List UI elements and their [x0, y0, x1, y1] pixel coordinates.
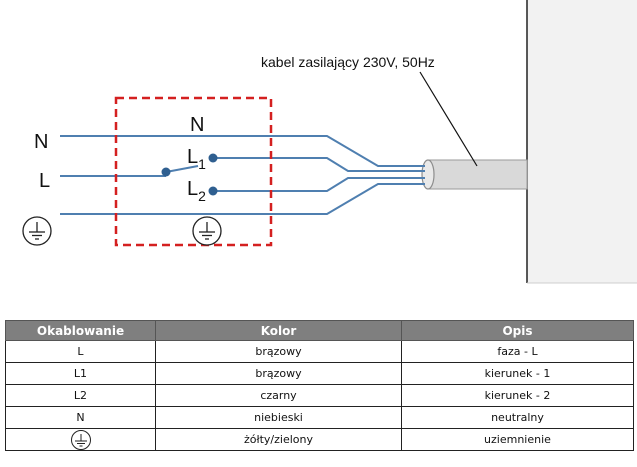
- header-wiring: Okablowanie: [5, 320, 156, 341]
- neutral-wire: [60, 135, 425, 167]
- l1-wire: [213, 157, 425, 172]
- contact-l1: [208, 153, 218, 163]
- switch-label-n: N: [190, 114, 204, 136]
- cell-wiring: L1: [5, 362, 156, 385]
- header-color: Kolor: [155, 320, 402, 341]
- cell-color: żółty/zielony: [155, 428, 402, 451]
- ground-symbol-icon: [192, 216, 222, 246]
- cell-description: neutralny: [401, 406, 634, 429]
- cell-description: uziemnienie: [401, 428, 634, 451]
- power-cable: [427, 159, 528, 190]
- cell-wiring: [5, 428, 156, 451]
- table-row: żółty/zielony uziemnienie: [5, 428, 634, 451]
- switch-label-l1: L1: [187, 146, 206, 172]
- table-row: L brązowy faza - L: [5, 340, 634, 363]
- ground-symbol-icon: [70, 429, 91, 450]
- cell-description: kierunek - 2: [401, 384, 634, 407]
- switch-label-l2: L2: [187, 178, 206, 204]
- table-header-row: Okablowanie Kolor Opis: [5, 320, 634, 341]
- wiring-table: Okablowanie Kolor Opis L brązowy faza - …: [5, 320, 634, 451]
- cell-wiring: L2: [5, 384, 156, 407]
- cable-end: [421, 159, 435, 190]
- mains-label-l: L: [39, 170, 50, 192]
- cell-wiring: N: [5, 406, 156, 429]
- cell-color: niebieski: [155, 406, 402, 429]
- switch-lever: [165, 165, 199, 173]
- switch-contacts: [161, 153, 218, 196]
- ground-wire: [60, 183, 425, 215]
- cell-color: czarny: [155, 384, 402, 407]
- ground-symbol-icon: [22, 216, 52, 246]
- cell-description: kierunek - 1: [401, 362, 634, 385]
- cell-color: brązowy: [155, 340, 402, 363]
- cell-description: faza - L: [401, 340, 634, 363]
- wires: [60, 135, 425, 215]
- cable-leader-line: [419, 71, 478, 167]
- header-description: Opis: [401, 320, 634, 341]
- table-row: L2 czarny kierunek - 2: [5, 384, 634, 407]
- cable-label: kabel zasilający 230V, 50Hz: [261, 54, 435, 70]
- contact-l2: [208, 186, 218, 196]
- wiring-diagram: N L N L1 L2 kabel zasilający 230V, 50Hz: [22, 0, 637, 284]
- switch-pivot: [161, 167, 171, 177]
- cell-wiring: L: [5, 340, 156, 363]
- cell-color: brązowy: [155, 362, 402, 385]
- wall: [527, 0, 637, 283]
- mains-label-n: N: [34, 131, 48, 153]
- table-row: L1 brązowy kierunek - 1: [5, 362, 634, 385]
- table-row: N niebieski neutralny: [5, 406, 634, 429]
- switch-box: [114, 96, 273, 247]
